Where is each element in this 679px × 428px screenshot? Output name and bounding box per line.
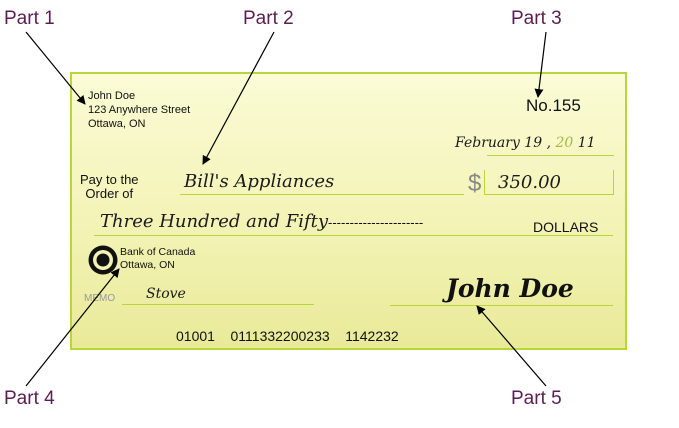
- payee-line: [180, 194, 464, 195]
- payer-name: John Doe: [88, 90, 136, 102]
- memo-line: [122, 304, 314, 305]
- part-3-label: Part 3: [511, 8, 562, 29]
- date-separator: ,: [546, 135, 552, 151]
- date-century: 20: [555, 135, 574, 151]
- dollars-label: DOLLARS: [533, 219, 599, 235]
- micr-line: 01001 0111332200233 1142232: [176, 328, 399, 344]
- amount-words: Three Hundred and Fifty-----------------…: [100, 211, 423, 232]
- memo-label: MEMO: [84, 293, 116, 304]
- currency-symbol: $: [468, 170, 482, 197]
- cheque-number-value: 155: [552, 96, 581, 115]
- cheque-number: No.155: [526, 96, 581, 116]
- bank-name: Bank of Canada: [120, 246, 196, 258]
- bank-logo-icon: [88, 245, 118, 275]
- payer-street: 123 Anywhere Street: [88, 104, 191, 116]
- cheque: John Doe 123 Anywhere Street Ottawa, ON …: [70, 72, 627, 350]
- date-line: [487, 155, 614, 156]
- micr-cheque: 1142232: [345, 328, 399, 344]
- cheque-number-prefix: No.: [526, 96, 553, 115]
- micr-transit: 01001: [176, 328, 215, 344]
- micr-account: 0111332200233: [230, 328, 330, 344]
- amount-box: [484, 170, 614, 195]
- bank-city: Ottawa, ON: [120, 259, 175, 271]
- payee: Bill's Appliances: [184, 171, 335, 192]
- payer-address: John Doe 123 Anywhere Street Ottawa, ON: [88, 89, 190, 131]
- part-4-label: Part 4: [4, 388, 55, 409]
- signature-line: [390, 305, 613, 306]
- amount: 350.00: [498, 172, 561, 193]
- amount-words-text: Three Hundred and Fifty: [100, 211, 329, 232]
- bank-info: Bank of Canada Ottawa, ON: [120, 246, 195, 272]
- pay-to-label: Pay to the Order of: [80, 173, 139, 201]
- pay-to-line1: Pay to the: [80, 172, 139, 187]
- date: February 19 , 20 11: [455, 135, 596, 151]
- amount-words-line: [94, 235, 613, 236]
- payer-city: Ottawa, ON: [88, 118, 146, 130]
- pay-to-line2: Order of: [85, 186, 134, 201]
- date-month-day: February 19: [455, 135, 543, 151]
- part-2-label: Part 2: [243, 8, 294, 29]
- signature: John Doe: [446, 274, 574, 303]
- date-year: 11: [577, 135, 596, 151]
- part-5-label: Part 5: [511, 388, 562, 409]
- memo-value: Stove: [146, 286, 186, 302]
- part-1-label: Part 1: [4, 8, 55, 29]
- amount-dash-fill: ----------------------: [328, 215, 424, 230]
